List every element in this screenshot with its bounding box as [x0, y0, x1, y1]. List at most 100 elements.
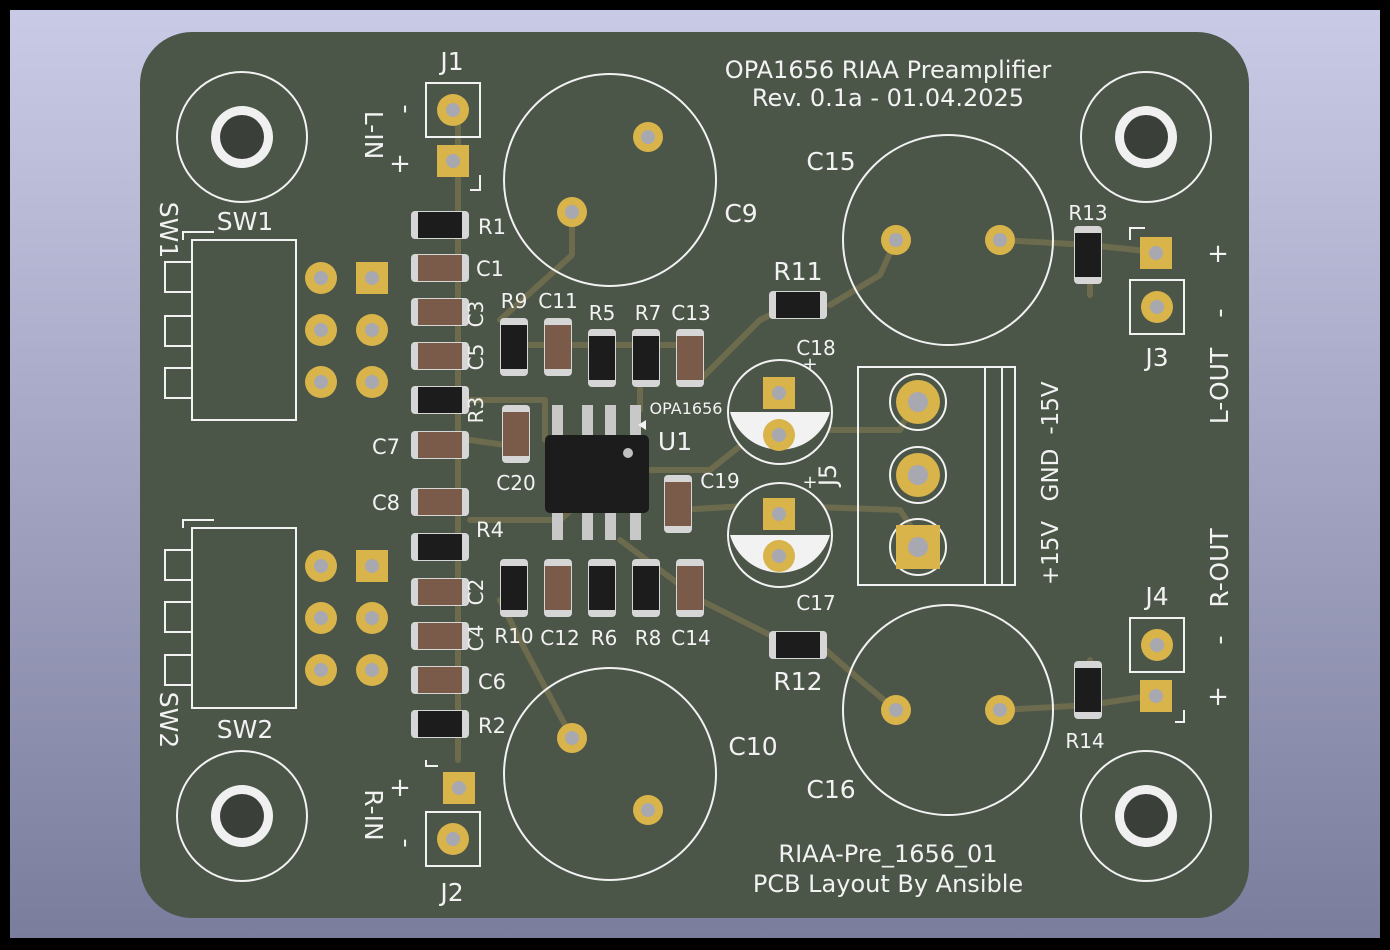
- capacitor-c18: [727, 359, 833, 465]
- ref-r9: R9: [501, 289, 528, 313]
- board-revision: Rev. 0.1a - 01.04.2025: [752, 84, 1024, 112]
- capacitor-c9: [503, 73, 717, 287]
- smd-components: [411, 211, 1102, 738]
- ref-c19: C19: [700, 469, 739, 493]
- ref-r5: R5: [589, 301, 616, 325]
- ref-r12: R12: [773, 667, 822, 696]
- ref-sw1: SW1: [217, 207, 274, 236]
- ref-r7: R7: [635, 301, 662, 325]
- resistor-r6: [588, 559, 616, 617]
- ref-c4: C4: [464, 625, 488, 652]
- ref-c11: C11: [538, 289, 577, 313]
- ref-u1: U1: [658, 427, 692, 456]
- capacitor-c1: [411, 254, 469, 282]
- capacitor-c11: [544, 318, 572, 376]
- ref-r1: R1: [478, 215, 506, 239]
- mounting-hole-bl: [176, 750, 308, 882]
- capacitor-c14: [676, 559, 704, 617]
- label-r-out-minus: -: [1205, 635, 1235, 644]
- ref-c7: C7: [372, 435, 400, 459]
- capacitor-c15: [842, 134, 1054, 346]
- label-minus-15v: -15V: [1038, 381, 1064, 435]
- ref-c8: C8: [372, 491, 400, 515]
- ref-sw2-side: SW2: [154, 692, 183, 749]
- connector-j3: [1129, 227, 1185, 335]
- capacitor-c20: [502, 405, 530, 463]
- connector-j1: [425, 82, 481, 191]
- label-r-in-minus: -: [391, 838, 421, 847]
- label-plus-15v: +15V: [1038, 521, 1064, 586]
- capacitor-c16: [842, 604, 1054, 816]
- label-r-out: R-OUT: [1205, 528, 1234, 608]
- label-gnd: GND: [1038, 449, 1064, 502]
- ref-c20: C20: [496, 471, 535, 495]
- capacitor-c4: [411, 622, 469, 650]
- resistor-r12: [769, 631, 827, 659]
- ref-c9: C9: [724, 199, 757, 228]
- ref-c15: C15: [806, 147, 855, 176]
- board-title: OPA1656 RIAA Preamplifier: [725, 56, 1052, 84]
- label-l-in-minus: -: [391, 104, 421, 113]
- silkscreen-text: OPA1656 RIAA Preamplifier Rev. 0.1a - 01…: [154, 47, 1235, 907]
- resistor-r3: [411, 386, 469, 414]
- ref-c3: C3: [464, 301, 488, 328]
- board-footer-credit: PCB Layout By Ansible: [753, 870, 1023, 898]
- ref-j2: J2: [438, 878, 463, 907]
- label-r-in-plus: +: [389, 773, 411, 803]
- c17-plus: +: [802, 472, 817, 493]
- capacitor-c10: [503, 667, 717, 881]
- mounting-hole-br: [1080, 750, 1212, 882]
- ref-j3: J3: [1143, 343, 1168, 372]
- resistor-r2: [411, 710, 469, 738]
- resistor-r8: [632, 559, 660, 617]
- label-l-out-plus: +: [1207, 239, 1229, 269]
- capacitor-c6: [411, 666, 469, 694]
- capacitor-c3: [411, 298, 469, 326]
- ref-r3: R3: [464, 397, 488, 424]
- capacitor-c2: [411, 578, 469, 606]
- switch-sw2: [164, 519, 388, 709]
- resistor-r13: [1074, 226, 1102, 284]
- ref-c5: C5: [464, 344, 488, 371]
- resistor-r4: [411, 533, 469, 561]
- capacitor-c7: [411, 431, 469, 459]
- ref-j1: J1: [438, 47, 463, 76]
- capacitor-c19: [664, 475, 692, 533]
- c18-plus: +: [802, 354, 817, 375]
- pcb-board: [140, 32, 1249, 918]
- ref-c16: C16: [806, 775, 855, 804]
- capacitor-c8: [411, 488, 469, 516]
- ref-r4: R4: [476, 518, 504, 542]
- ref-c13: C13: [671, 301, 710, 325]
- connector-j4: [1129, 617, 1185, 723]
- ref-c12: C12: [540, 626, 579, 650]
- ref-r11: R11: [773, 257, 822, 286]
- resistor-r5: [588, 329, 616, 387]
- ref-r8: R8: [635, 626, 662, 650]
- label-l-in-plus: +: [389, 149, 411, 179]
- ref-r10: R10: [494, 624, 533, 648]
- resistor-r7: [632, 329, 660, 387]
- resistor-r9: [500, 318, 528, 376]
- ref-r14: R14: [1065, 729, 1104, 753]
- ref-r2: R2: [478, 714, 506, 738]
- resistor-r11: [769, 291, 827, 319]
- ref-j5: J5: [814, 464, 842, 488]
- label-r-out-plus: +: [1207, 682, 1229, 712]
- mounting-hole-tr: [1080, 71, 1212, 203]
- ref-sw1-side: SW1: [154, 202, 183, 259]
- ref-c10: C10: [728, 732, 777, 761]
- label-l-out-minus: -: [1205, 308, 1235, 317]
- ic-u1: [545, 405, 649, 540]
- resistor-r1: [411, 211, 469, 239]
- ref-c6: C6: [478, 670, 506, 694]
- board-footer-id: RIAA-Pre_1656_01: [778, 840, 997, 868]
- ref-c1: C1: [476, 257, 504, 281]
- ref-r6: R6: [591, 626, 618, 650]
- ref-j4: J4: [1143, 582, 1168, 611]
- capacitor-c17: [727, 482, 833, 588]
- ic-part-number: OPA1656: [650, 399, 723, 418]
- capacitor-c13: [676, 329, 704, 387]
- ref-c14: C14: [671, 626, 710, 650]
